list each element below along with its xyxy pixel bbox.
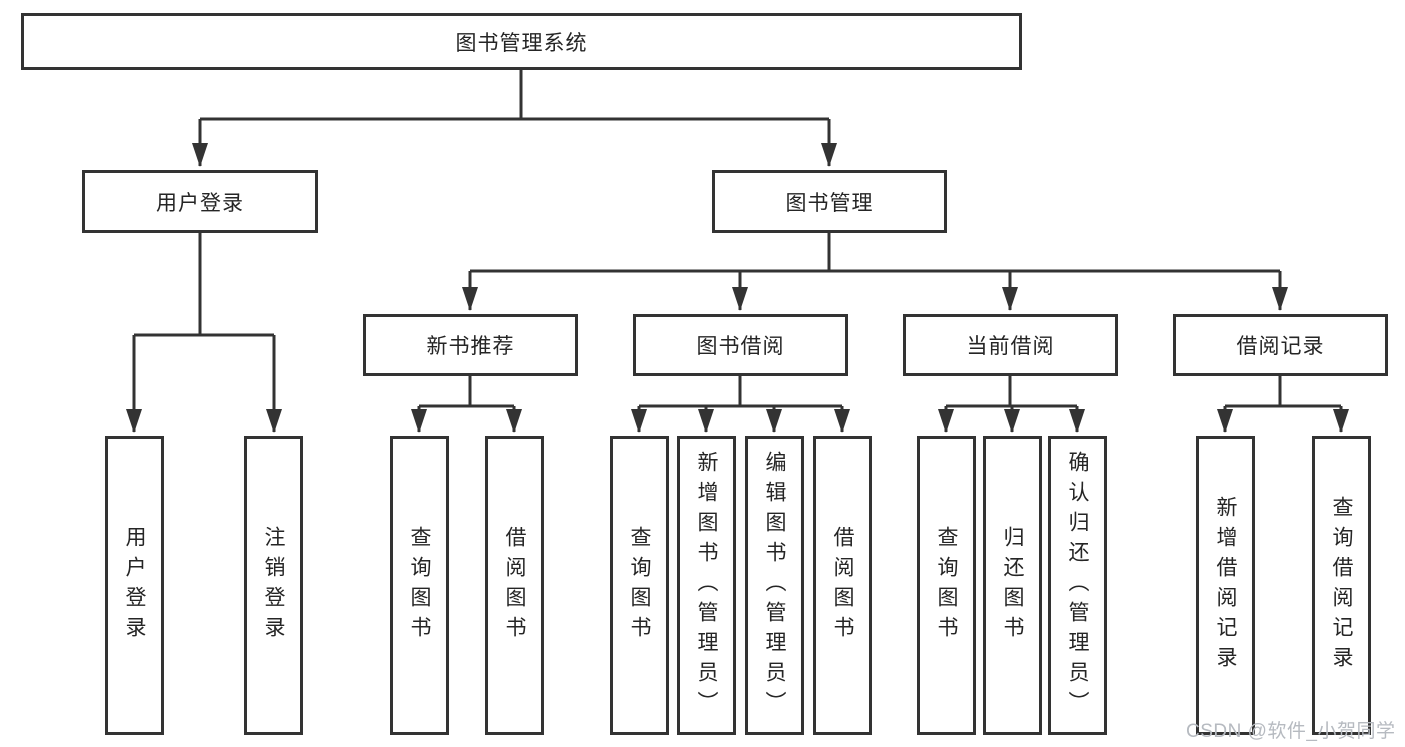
leaf-add-book-admin: 新增图书（管理员） — [677, 436, 736, 735]
leaf-add-borrow-record: 新增借阅记录 — [1196, 436, 1255, 735]
node-book-management: 图书管理 — [712, 170, 947, 233]
leaf-edit-book-admin: 编辑图书（管理员） — [745, 436, 804, 735]
node-book-borrow: 图书借阅 — [633, 314, 848, 376]
leaf-user-login-label: 用户登录 — [123, 525, 146, 646]
leaf-confirm-return-admin-label: 确认归还（管理员） — [1066, 450, 1089, 721]
leaf-return-book-label: 归还图书 — [1001, 525, 1024, 646]
leaf-add-borrow-record-label: 新增借阅记录 — [1214, 495, 1237, 676]
leaf-query-borrow-record-label: 查询借阅记录 — [1330, 495, 1353, 676]
leaf-add-book-admin-label: 新增图书（管理员） — [695, 450, 718, 721]
leaf-confirm-return-admin: 确认归还（管理员） — [1048, 436, 1107, 735]
leaf-borrow-books-1: 借阅图书 — [485, 436, 544, 735]
leaf-return-book: 归还图书 — [983, 436, 1042, 735]
node-current-borrow: 当前借阅 — [903, 314, 1118, 376]
leaf-query-borrow-record: 查询借阅记录 — [1312, 436, 1371, 735]
leaf-query-books-1-label: 查询图书 — [408, 525, 431, 646]
node-borrow-records: 借阅记录 — [1173, 314, 1388, 376]
leaf-borrow-books-2: 借阅图书 — [813, 436, 872, 735]
leaf-borrow-books-2-label: 借阅图书 — [831, 525, 854, 646]
leaf-logout-label: 注销登录 — [262, 525, 285, 646]
leaf-logout: 注销登录 — [244, 436, 303, 735]
node-library-system: 图书管理系统 — [21, 13, 1022, 70]
leaf-borrow-books-1-label: 借阅图书 — [503, 525, 526, 646]
node-user-login: 用户登录 — [82, 170, 318, 233]
leaf-query-books-3: 查询图书 — [917, 436, 976, 735]
node-new-book-recommend: 新书推荐 — [363, 314, 578, 376]
leaf-query-books-1: 查询图书 — [390, 436, 449, 735]
leaf-user-login: 用户登录 — [105, 436, 164, 735]
leaf-query-books-2-label: 查询图书 — [628, 525, 651, 646]
csdn-watermark: CSDN @软件_小贺同学 — [1186, 721, 1396, 742]
leaf-query-books-2: 查询图书 — [610, 436, 669, 735]
leaf-edit-book-admin-label: 编辑图书（管理员） — [763, 450, 786, 721]
leaf-query-books-3-label: 查询图书 — [935, 525, 958, 646]
